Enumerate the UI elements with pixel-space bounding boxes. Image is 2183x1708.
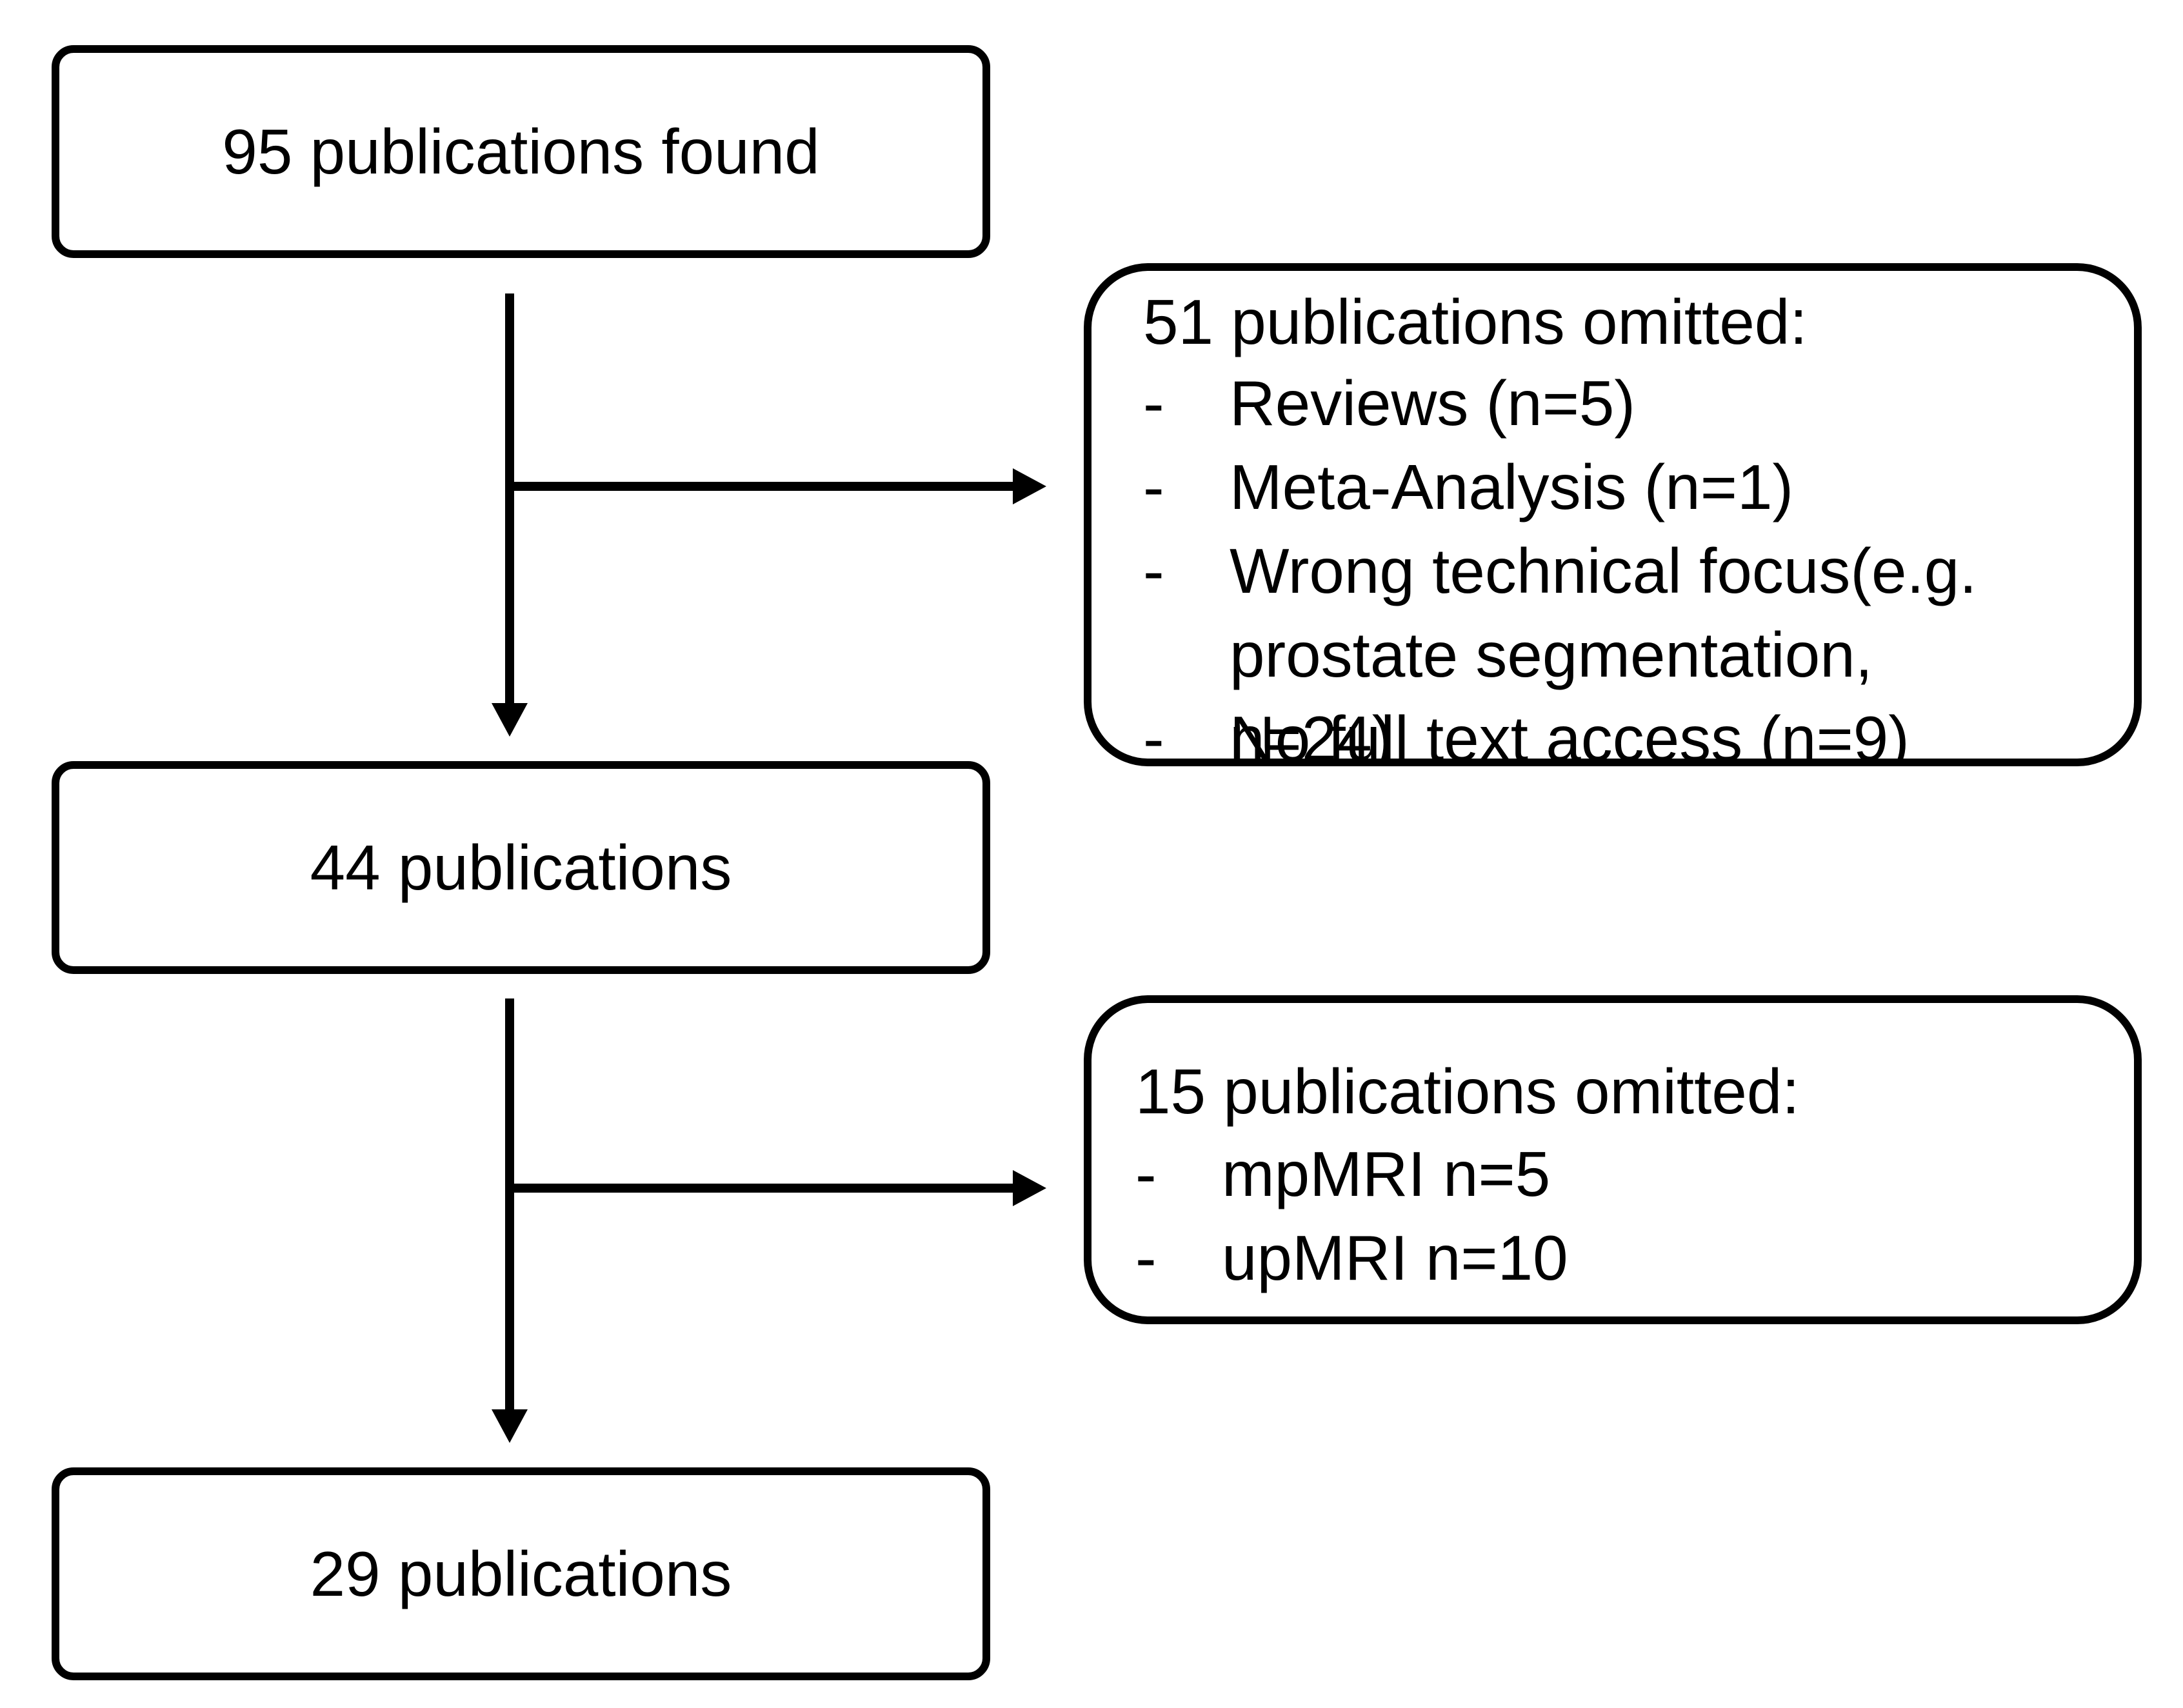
omitted-first-title: 51 publications omitted: <box>1143 286 1808 357</box>
omitted-first-item-dash: - <box>1143 703 1164 766</box>
omitted-first-item-dash: - <box>1143 368 1164 439</box>
arrow-down-2-head <box>492 1409 528 1443</box>
box-omitted-first: 51 publications omitted: - Reviews (n=5)… <box>1084 263 2142 766</box>
box-publications-after-screening-label: 44 publications <box>310 832 732 903</box>
omitted-second-item-text: mpMRI n=5 <box>1222 1138 1551 1209</box>
box-omitted-second: 15 publications omitted: - mpMRI n=5 - u… <box>1084 995 2142 1324</box>
box-publications-found-label: 95 publications found <box>222 116 820 187</box>
arrow-right-2-head <box>1013 1170 1046 1206</box>
box-publications-found: 95 publications found <box>52 45 990 258</box>
omitted-first-item-dash: - <box>1143 452 1164 522</box>
omitted-second-item-dash: - <box>1135 1222 1157 1293</box>
box-publications-final-label: 29 publications <box>310 1538 732 1609</box>
box-publications-after-screening: 44 publications <box>52 761 990 974</box>
omitted-first-item-text: Reviews (n=5) <box>1230 368 1636 439</box>
box-publications-final: 29 publications <box>52 1467 990 1680</box>
omitted-first-item-dash: - <box>1143 535 1164 606</box>
arrow-down-1-head <box>492 703 528 737</box>
omitted-second-item-dash: - <box>1135 1138 1157 1209</box>
omitted-first-item-text: Wrong technical focus(e.g. prostate segm… <box>1230 535 1977 766</box>
arrow-right-1-head <box>1013 468 1046 504</box>
omitted-second-item-text: upMRI n=10 <box>1222 1222 1568 1293</box>
omitted-second-title: 15 publications omitted: <box>1135 1056 1800 1127</box>
omitted-first-item-text: No full text access (n=9) <box>1230 703 1909 766</box>
omitted-first-item-text: Meta-Analysis (n=1) <box>1230 452 1794 522</box>
